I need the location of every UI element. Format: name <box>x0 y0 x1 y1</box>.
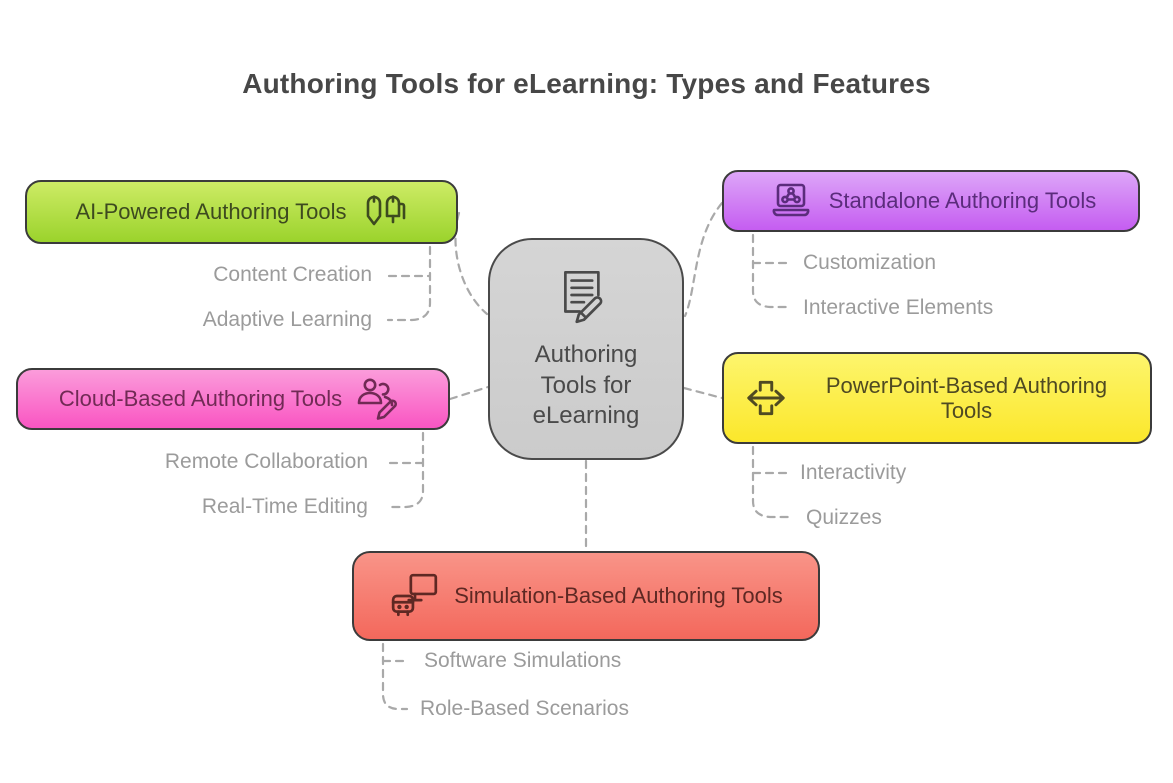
feature-label-content-creation: Content Creation <box>213 263 372 286</box>
connector-ai-feature-2 <box>386 245 432 322</box>
laptop-network-icon <box>766 181 816 221</box>
connector-sim-feature-2 <box>381 642 409 711</box>
team-edit-icon <box>355 376 407 422</box>
feature-label-role-based-scenarios: Role-Based Scenarios <box>420 697 629 720</box>
ppt-node-label: PowerPoint-Based Authoring Tools <box>825 372 1108 423</box>
document-pencil-icon <box>553 266 619 324</box>
node-center-authoring-tools: Authoring Tools for eLearning <box>488 238 684 460</box>
node-simulation-based: Simulation-Based Authoring Tools <box>352 551 820 641</box>
slide-transition-icon <box>743 375 789 421</box>
connector-standalone-feature-2 <box>751 233 791 309</box>
feature-label-software-simulations: Software Simulations <box>424 649 622 672</box>
robot-monitor-icon <box>389 572 441 620</box>
page-title: Authoring Tools for eLearning: Types and… <box>242 68 931 99</box>
connector-center-ppt <box>682 386 724 400</box>
connector-center-standalone <box>683 201 724 318</box>
node-powerpoint-based: PowerPoint-Based Authoring Tools <box>722 352 1152 444</box>
sim-node-label: Simulation-Based Authoring Tools <box>454 583 783 609</box>
dual-pens-icon <box>360 191 408 233</box>
connector-ppt-feature-2 <box>751 445 791 519</box>
node-standalone: Standalone Authoring Tools <box>722 170 1140 232</box>
feature-label-interactive-elements: Interactive Elements <box>803 296 994 319</box>
feature-label-adaptive-learning: Adaptive Learning <box>202 308 372 331</box>
connector-center-ai <box>454 211 489 316</box>
feature-label-real-time-editing: Real-Time Editing <box>201 495 368 518</box>
feature-label-customization: Customization <box>803 251 937 274</box>
connector-cloud-feature-2 <box>388 431 425 509</box>
node-ai-powered: AI-Powered Authoring Tools <box>25 180 458 244</box>
feature-label-interactivity: Interactivity <box>800 461 907 484</box>
standalone-node-label: Standalone Authoring Tools <box>828 188 1097 214</box>
connector-center-cloud <box>448 385 490 401</box>
center-node-label: Authoring Tools for eLearning <box>532 341 640 430</box>
node-cloud-based: Cloud-Based Authoring Tools <box>16 368 450 430</box>
ai-node-label: AI-Powered Authoring Tools <box>75 199 347 225</box>
feature-label-remote-collaboration: Remote Collaboration <box>164 450 368 473</box>
cloud-node-label: Cloud-Based Authoring Tools <box>58 386 343 412</box>
feature-label-quizzes: Quizzes <box>806 506 882 529</box>
